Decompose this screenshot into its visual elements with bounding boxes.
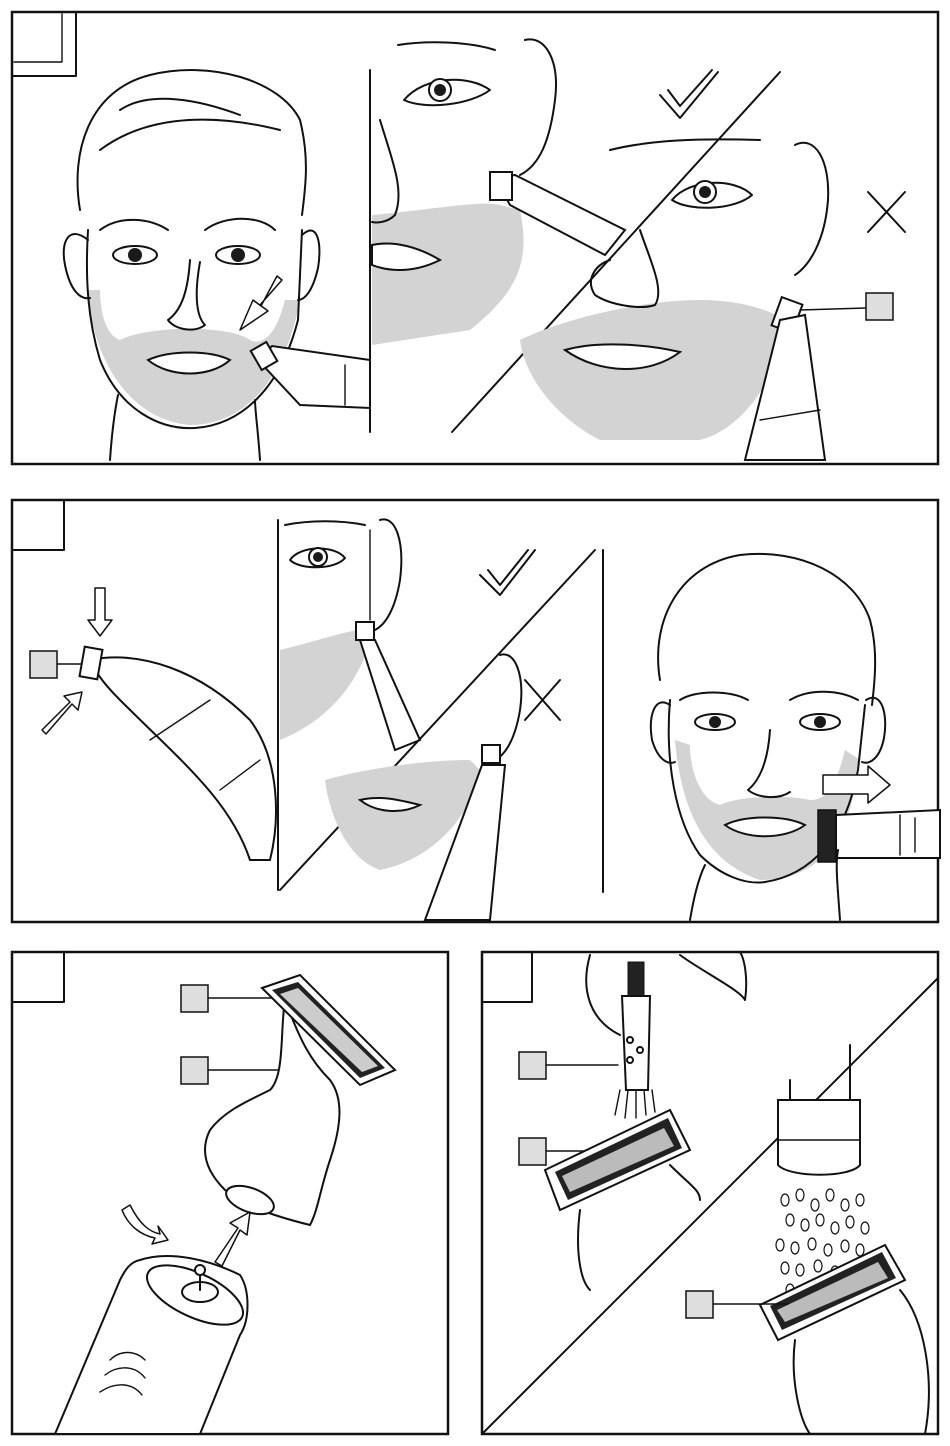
- callout-box: [30, 651, 57, 678]
- callout-box: [866, 293, 893, 320]
- panel-2: [12, 500, 940, 922]
- callout-box: [181, 985, 208, 1012]
- panel-4: [482, 952, 938, 1434]
- panel-1: [12, 12, 938, 464]
- callout-box: [519, 1138, 546, 1165]
- callout-box: [686, 1291, 713, 1318]
- callout-box: [181, 1057, 208, 1084]
- callout-box: [519, 1052, 546, 1079]
- panel-3: [12, 952, 448, 1434]
